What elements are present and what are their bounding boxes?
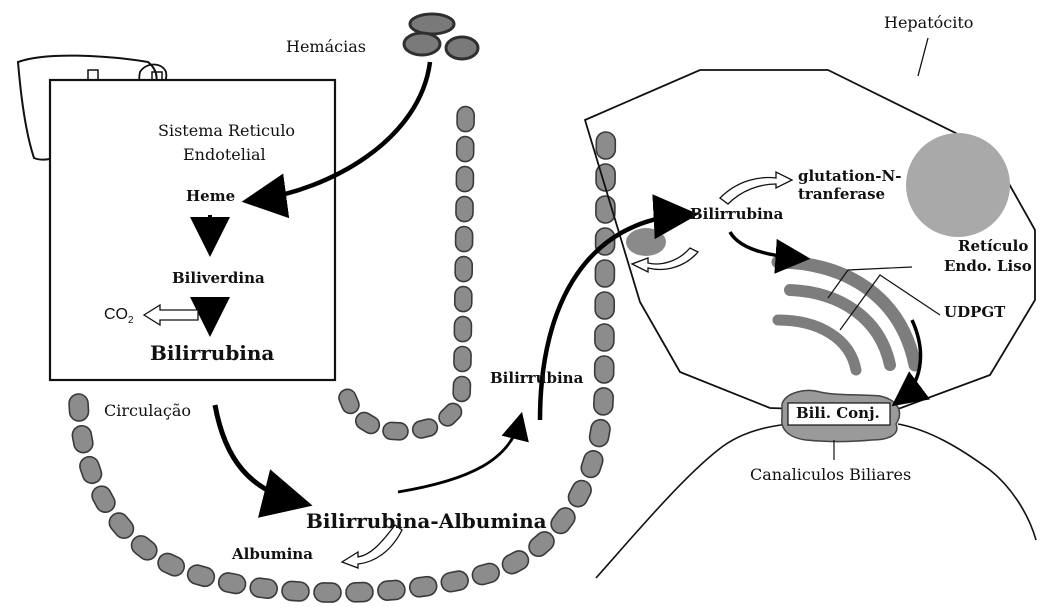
red-blood-cells	[404, 14, 478, 59]
label-hepatocito: Hepatócito	[884, 14, 973, 32]
label-albumina: Albumina	[232, 546, 313, 563]
capillary-outer-loop-segment	[77, 454, 104, 486]
capillary-outer-loop-segment	[185, 563, 216, 589]
label-glutation-line2: tranferase	[798, 186, 885, 203]
label-sistema-line2: Endotelial	[183, 146, 266, 164]
capillary-inner-loop-segment	[336, 387, 361, 416]
capillary-inner-loop-segment	[455, 256, 472, 281]
capillary-inner-loop-segment	[411, 417, 439, 439]
nucleus	[906, 133, 1010, 237]
capillary-outer-loop-segment	[105, 509, 137, 542]
membrane-transporter	[626, 228, 666, 256]
capillary-inner-loop-segment	[456, 166, 473, 191]
capillary-inner-loop-segment	[456, 196, 473, 221]
neighbor-cell-right	[898, 424, 1036, 540]
capillary-outer-loop-segment	[409, 575, 438, 598]
capillary-inner-loop-segment	[383, 422, 409, 440]
capillary-outer-loop-segment	[281, 581, 309, 602]
label-bilirrubina-albumina: Bilirrubina-Albumina	[306, 510, 547, 532]
label-reticulo-line1: Retículo	[958, 238, 1028, 255]
label-circulacao: Circulação	[104, 402, 191, 420]
capillary-inner-loop-segment	[455, 226, 472, 251]
capillary-outer-loop-segment	[595, 292, 614, 319]
label-bili-conj: Bili. Conj.	[796, 405, 880, 422]
capillary-outer-loop-segment	[593, 387, 613, 415]
capillary-outer-loop-segment	[346, 582, 374, 602]
capillary-inner-loop-segment	[455, 286, 472, 311]
capillary-outer-loop-segment	[155, 550, 187, 579]
capillary-inner-loop-segment	[353, 409, 383, 436]
capillary-inner-loop-segment	[436, 400, 466, 429]
capillary-outer-loop-segment	[69, 393, 89, 421]
capillary-outer-loop-segment	[595, 356, 614, 383]
label-udpgt: UDPGT	[944, 304, 1005, 321]
label-heme: Heme	[186, 188, 235, 205]
capillary-outer-loop-segment	[249, 577, 278, 599]
capillary-outer-loop-segment	[128, 532, 161, 564]
capillary-outer-loop-segment	[547, 504, 578, 537]
capillary-outer-loop-segment	[595, 324, 614, 351]
capillary-outer-loop-segment	[499, 548, 532, 577]
capillary-outer-loop-segment	[595, 260, 614, 287]
capillary-outer-loop-segment	[89, 483, 119, 516]
capillary-outer-loop-segment	[314, 583, 341, 602]
label-bilirrubina-cell: Bilirrubina	[690, 206, 783, 223]
capillary-outer-loop-segment	[377, 580, 405, 601]
capillary-outer-loop-segment	[579, 448, 605, 480]
label-canaliculos: Canaliculos Biliares	[750, 466, 911, 484]
smooth-endoplasmic-reticulum	[778, 262, 915, 370]
capillary-inner-loop-segment	[454, 316, 471, 341]
capillary-inner-loop-segment	[457, 136, 474, 161]
capillary-outer-loop-segment	[71, 424, 95, 454]
label-bilirrubina-box: Bilirrubina	[150, 342, 274, 364]
label-bilirrubina-mid: Bilirrubina	[490, 370, 583, 387]
label-biliverdina: Biliverdina	[172, 270, 265, 287]
label-glutation-line1: glutation-N-	[798, 168, 901, 185]
capillary-outer-loop-segment	[440, 569, 470, 593]
capillary-inner-loop-segment	[457, 106, 474, 131]
label-co2: CO2	[104, 306, 134, 326]
capillary-outer-loop-segment	[596, 132, 615, 159]
label-sistema-line1: Sistema Reticulo	[158, 122, 295, 140]
capillary-outer-loop-segment	[565, 477, 594, 510]
capillary-inner-loop-segment	[454, 346, 471, 371]
label-hemacias: Hemácias	[286, 38, 366, 56]
label-reticulo-line2: Endo. Liso	[944, 258, 1032, 275]
capillary-outer-loop-segment	[217, 571, 247, 595]
neighbor-cell-left	[596, 424, 790, 578]
capillary-inner-loop-segment	[453, 376, 471, 402]
capillary-outer-loop-segment	[588, 418, 612, 448]
capillary-outer-loop-segment	[470, 561, 501, 587]
